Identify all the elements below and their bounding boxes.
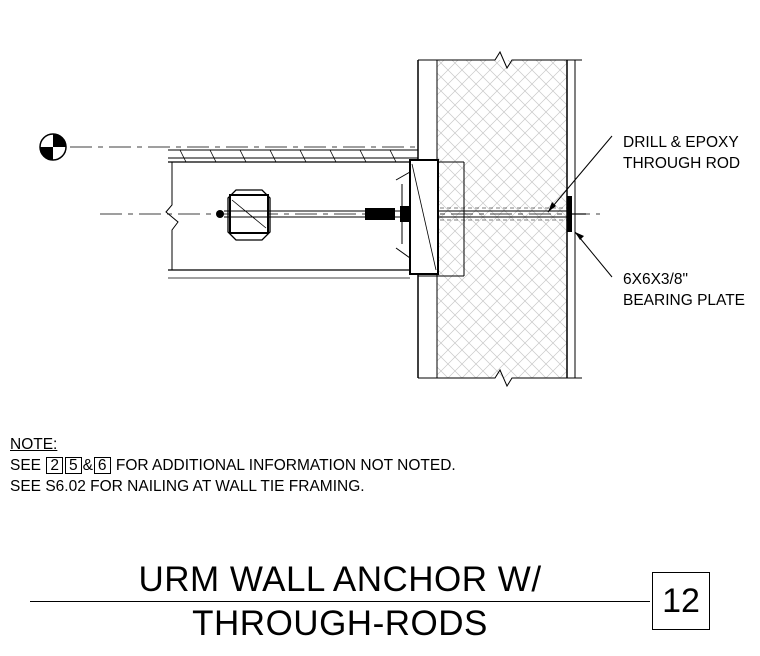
note-line-2: SEE S6.02 FOR NAILING AT WALL TIE FRAMIN…	[10, 478, 365, 495]
plate-callout-line1: 6X6X3/8"	[623, 271, 688, 288]
section-marker-symbol	[39, 133, 67, 161]
callout-leaders	[547, 135, 613, 278]
bearing-plate	[567, 196, 586, 232]
detail-ref-2[interactable]: 2	[46, 457, 63, 474]
note-amp: &	[82, 457, 93, 474]
detail-ref-6[interactable]: 6	[93, 457, 111, 474]
through-rod	[224, 206, 568, 222]
urm-wall	[417, 50, 582, 388]
detail-ref-5[interactable]: 5	[64, 457, 82, 474]
plate-callout-line2: BEARING PLATE	[623, 292, 745, 309]
detail-number-box: 12	[652, 572, 710, 630]
note-see: SEE	[10, 457, 42, 474]
title-underline	[30, 601, 650, 602]
detail-title-line1: URM WALL ANCHOR W/	[138, 560, 542, 599]
floor-joist	[165, 149, 465, 279]
rod-callout-line1: DRILL & EPOXY	[623, 134, 739, 151]
rod-callout-line2: THROUGH ROD	[623, 155, 740, 172]
note-line1-suffix: FOR ADDITIONAL INFORMATION NOT NOTED.	[115, 457, 456, 474]
blocking	[395, 159, 439, 275]
tie-bracket	[216, 189, 271, 241]
note-heading: NOTE:	[10, 436, 58, 453]
detail-title-line2: THROUGH-RODS	[192, 604, 488, 643]
